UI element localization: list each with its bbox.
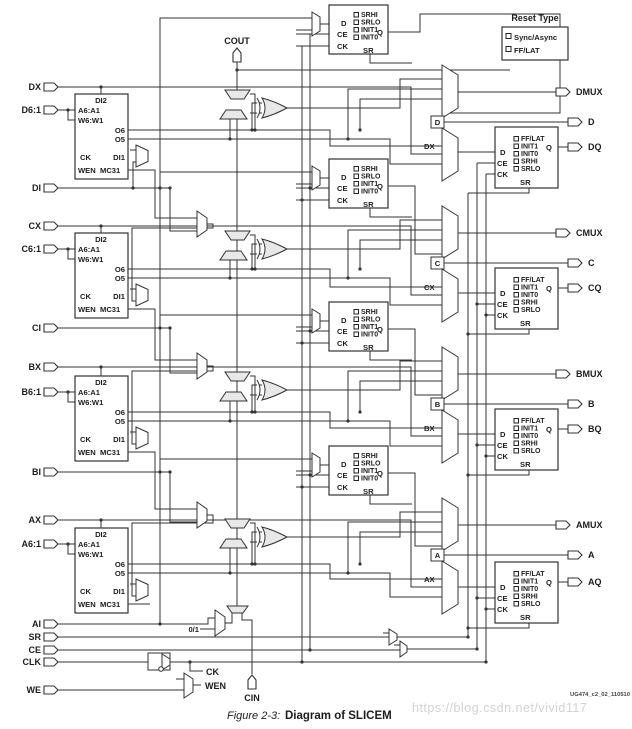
di1-mux-a-icon bbox=[135, 578, 149, 602]
pin-dq-label: DQ bbox=[588, 142, 602, 152]
pin-aq-label: AQ bbox=[588, 577, 602, 587]
pin-a-label: A bbox=[588, 550, 595, 560]
dout-mux-icon bbox=[441, 127, 459, 182]
clock-inverter bbox=[147, 652, 171, 672]
pin-ce-label: CE bbox=[28, 645, 41, 655]
doc-code: UG474_c2_02_110510 bbox=[570, 692, 630, 698]
pin-c-label: C bbox=[588, 258, 595, 268]
ff-b bbox=[494, 408, 559, 471]
di1-mux-b-icon bbox=[135, 426, 149, 450]
pin-dx-label: DX bbox=[28, 82, 41, 92]
shift-route-mux-b-icon bbox=[196, 352, 208, 380]
pin-cx-label: CX bbox=[28, 221, 41, 231]
pin-ax-label: AX bbox=[28, 515, 41, 525]
wires-section-d bbox=[58, 13, 568, 302]
sr-route-mux-icon bbox=[388, 628, 398, 646]
select-bx-label: BX bbox=[424, 424, 435, 433]
pin-cout-label: COUT bbox=[224, 36, 250, 46]
select-dx-label: DX bbox=[424, 142, 435, 151]
carry-io-pins: COUT CIN bbox=[224, 36, 260, 703]
pin-b61-label: B6:1 bbox=[21, 387, 41, 397]
lut-a bbox=[74, 527, 129, 614]
pin-bx-label: BX bbox=[28, 362, 41, 372]
pin-cmux-label: CMUX bbox=[576, 228, 603, 238]
shift-route-mux-c-icon bbox=[196, 210, 208, 238]
pin-cin-label: CIN bbox=[244, 693, 260, 703]
zero-one-label: 0/1 bbox=[188, 625, 199, 634]
misc-labels: 0/1 CK WEN bbox=[188, 625, 226, 691]
output-pins: DMUX D DQ CMUX C CQ BMUX B BQ AMUX A AQ bbox=[555, 87, 603, 587]
we-gate-mux-icon bbox=[183, 672, 194, 699]
legend-ff-lat-label: FF/LAT bbox=[514, 46, 540, 55]
di1-mux-d-icon bbox=[135, 144, 149, 168]
latch-a-input-mux-icon bbox=[311, 452, 321, 478]
ff-c bbox=[494, 267, 559, 330]
watermark: https://blog.csdn.net/vivid117 bbox=[412, 701, 587, 715]
ck-net-label: CK bbox=[206, 667, 219, 677]
cmux-mux-icon bbox=[441, 205, 459, 260]
pin-dmux-label: DMUX bbox=[576, 87, 603, 97]
junction-dots bbox=[66, 68, 488, 664]
pin-ai-label: AI bbox=[32, 619, 41, 629]
figure-number: Figure 2-3: bbox=[227, 710, 280, 722]
pin-bq-label: BQ bbox=[588, 424, 602, 434]
reset-type-legend: Reset Type Sync/Async FF/LAT bbox=[501, 13, 569, 61]
mux-select-labels: D DX C CX B BX A AX bbox=[424, 115, 445, 584]
select-a-label: A bbox=[435, 551, 441, 560]
pin-d61-label: D6:1 bbox=[21, 105, 41, 115]
checkbox-icon bbox=[505, 46, 512, 52]
latch-b-input-mux-icon bbox=[311, 308, 321, 334]
pin-bi-label: BI bbox=[32, 467, 41, 477]
pin-ci-label: CI bbox=[32, 323, 41, 333]
di1-mux-c-icon bbox=[135, 283, 149, 307]
select-d-label: D bbox=[435, 118, 441, 127]
dmux-mux-icon bbox=[441, 64, 459, 119]
aout-mux-icon bbox=[441, 560, 459, 615]
pin-bmux-label: BMUX bbox=[576, 369, 603, 379]
pin-c61-label: C6:1 bbox=[21, 244, 41, 254]
ce-route-mux-icon bbox=[399, 640, 408, 658]
latch-b bbox=[328, 301, 389, 353]
select-b-label: B bbox=[435, 400, 441, 409]
carry-mux-cin-icon bbox=[226, 605, 249, 614]
select-ax-label: AX bbox=[424, 575, 435, 584]
cout-mux-icon bbox=[441, 268, 459, 323]
legend-sync-async-label: Sync/Async bbox=[514, 33, 557, 42]
pin-b-label: B bbox=[588, 399, 595, 409]
wires-section-c bbox=[58, 171, 568, 445]
select-cx-label: CX bbox=[424, 283, 435, 292]
shift-route-mux-a-icon bbox=[196, 501, 208, 529]
lut-c bbox=[74, 232, 129, 319]
latch-d bbox=[328, 4, 389, 56]
wires-global bbox=[58, 34, 487, 691]
lut-b bbox=[74, 375, 129, 462]
select-c-label: C bbox=[435, 259, 441, 268]
ff-a bbox=[494, 561, 559, 624]
legend-title: Reset Type bbox=[511, 13, 558, 23]
pin-a61-label: A6:1 bbox=[21, 539, 41, 549]
latch-c-input-mux-icon bbox=[311, 165, 321, 191]
pin-di-label: DI bbox=[32, 183, 41, 193]
latch-d-input-mux-icon bbox=[311, 11, 321, 37]
amux-mux-icon bbox=[441, 497, 459, 552]
inverter-bubble-icon bbox=[158, 666, 164, 672]
wen-net-label: WEN bbox=[205, 681, 226, 691]
input-pins: DX D6:1 DI CX C6:1 CI BX B6:1 BI AX A6:1… bbox=[21, 82, 59, 695]
pin-we-label: WE bbox=[27, 685, 42, 695]
bmux-mux-icon bbox=[441, 346, 459, 401]
figure-title: Diagram of SLICEM bbox=[285, 710, 392, 722]
latch-a bbox=[328, 445, 389, 497]
pin-clk-label: CLK bbox=[23, 657, 42, 667]
latch-c bbox=[328, 158, 389, 210]
pin-amux-label: AMUX bbox=[576, 520, 603, 530]
bout-mux-icon bbox=[441, 409, 459, 464]
pin-d-label: D bbox=[588, 117, 595, 127]
ff-d bbox=[494, 126, 559, 189]
lut-d bbox=[74, 93, 129, 180]
wires-section-a bbox=[58, 458, 568, 629]
wa-01-mux-icon bbox=[214, 609, 226, 637]
pin-sr-label: SR bbox=[28, 632, 41, 642]
pin-cq-label: CQ bbox=[588, 283, 602, 293]
checkbox-icon bbox=[505, 33, 512, 39]
